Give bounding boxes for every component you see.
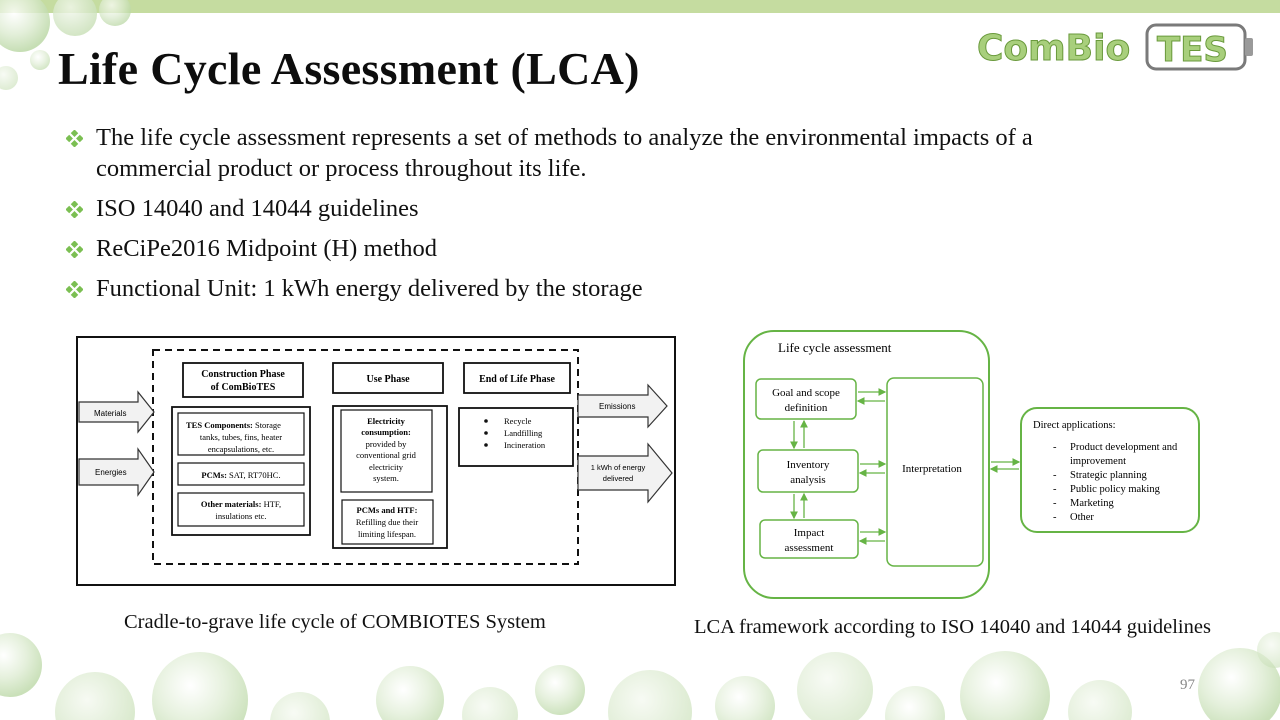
diamond-bullet-icon	[66, 281, 83, 298]
electricity-line1: Electricity	[367, 416, 406, 426]
end-of-life-item: Incineration	[504, 440, 546, 450]
tes-components-line2: tanks, tubes, fins, heater	[200, 432, 282, 442]
pcms-htf-box	[341, 499, 434, 545]
end-of-life-item: Landfilling	[504, 428, 543, 438]
applications-title: Direct applications:	[1033, 420, 1116, 431]
bullet-text-continuation: commercial product or process throughout…	[96, 155, 587, 182]
end-of-life-box	[458, 407, 574, 467]
direct-applications-box	[1020, 407, 1200, 533]
left-diagram-caption: Cradle-to-grave life cycle of COMBIOTES …	[124, 611, 546, 633]
bullet-item: The life cycle assessment represents a s…	[66, 122, 1256, 184]
tes-components-box	[177, 412, 305, 456]
pcms-htf-line3: limiting lifespan.	[358, 529, 416, 539]
top-accent-bar	[0, 0, 1280, 13]
bullet-text: ISO 14040 and 14044 guidelines	[96, 195, 419, 222]
use-phase-header-box	[332, 362, 444, 394]
goal-scope-line2: definition	[785, 402, 828, 414]
end-of-life-header: End of Life Phase	[479, 374, 555, 385]
lca-framework-diagram: Life cycle assessment Goal and scope def…	[743, 330, 1200, 599]
goal-scope-box	[755, 378, 857, 420]
cradle-to-grave-diagram: Materials Energies Construction Phase of…	[76, 336, 676, 586]
impact-box	[759, 519, 859, 559]
diamond-bullet-icon	[66, 241, 83, 258]
combiotes-logo: ComBio TES	[977, 23, 1253, 71]
electricity-line5: electricity	[369, 462, 404, 472]
svg-text:-: -	[1053, 470, 1057, 481]
application-item: Marketing	[1070, 498, 1114, 509]
svg-text:-: -	[1053, 498, 1057, 509]
pcms-htf-line1: PCMs and HTF:	[357, 505, 418, 515]
electricity-line6: system.	[373, 473, 399, 483]
other-materials-line1: Other materials: HTF,	[201, 499, 281, 509]
energy-delivered-arrow: 1 kWh of energy delivered	[577, 442, 673, 504]
diamond-bullet-icon	[66, 201, 83, 218]
diamond-bullet-icon	[66, 130, 83, 147]
application-item-continuation: improvement	[1070, 456, 1126, 467]
end-of-life-header-box	[463, 362, 571, 394]
emissions-arrow: Emissions	[577, 383, 668, 429]
inventory-box	[757, 449, 859, 493]
electricity-line3: provided by	[366, 439, 408, 449]
svg-text:-: -	[1053, 442, 1057, 453]
electricity-line4: conventional grid	[356, 450, 416, 460]
bullet-list: The life cycle assessment represents a s…	[66, 122, 1256, 313]
other-materials-line2: insulations etc.	[216, 511, 267, 521]
bullet-item: Functional Unit: 1 kWh energy delivered …	[66, 273, 1256, 304]
bullet-text: ReCiPe2016 Midpoint (H) method	[96, 235, 437, 262]
application-item: Product development and	[1070, 442, 1178, 453]
pcms-box	[177, 462, 305, 486]
svg-text:-: -	[1053, 512, 1057, 523]
slide-title: Life Cycle Assessment (LCA)	[58, 43, 640, 94]
emissions-label: Emissions	[599, 402, 635, 411]
goal-scope-line1: Goal and scope	[772, 387, 840, 399]
other-materials-box	[177, 492, 305, 527]
impact-line1: Impact	[794, 527, 825, 539]
tes-components-line3: encapsulations, etc.	[208, 444, 274, 454]
end-of-life-item: Recycle	[504, 416, 532, 426]
lca-frame-title: Life cycle assessment	[778, 340, 892, 355]
right-diagram-caption: LCA framework according to ISO 14040 and…	[694, 616, 1211, 638]
electricity-box	[340, 409, 433, 493]
application-item: Public policy making	[1070, 484, 1161, 495]
bullet-text: The life cycle assessment represents a s…	[96, 124, 1033, 151]
energies-label: Energies	[95, 468, 127, 477]
inventory-line2: analysis	[790, 474, 825, 486]
application-item: Other	[1070, 512, 1094, 523]
bullet-item: ReCiPe2016 Midpoint (H) method	[66, 233, 1256, 264]
construction-header-line2: of ComBioTES	[211, 382, 276, 393]
materials-label: Materials	[94, 409, 126, 418]
electricity-line2: consumption:	[361, 427, 411, 437]
tes-components-line1: TES Components: Storage	[186, 420, 281, 430]
pcms-text: PCMs: SAT, RT70HC.	[201, 470, 280, 480]
svg-text:-: -	[1053, 484, 1057, 495]
bullet-text: Functional Unit: 1 kWh energy delivered …	[96, 275, 643, 302]
energies-arrow: Energies	[78, 447, 155, 497]
bullet-item: ISO 14040 and 14044 guidelines	[66, 193, 1256, 224]
pcms-htf-line2: Refilling due their	[356, 517, 418, 527]
inventory-line1: Inventory	[787, 459, 830, 471]
materials-arrow: Materials	[78, 390, 155, 434]
energy-delivered-line1: 1 kWh of energy	[591, 463, 646, 472]
impact-line2: assessment	[785, 542, 834, 554]
page-number: 97	[1180, 677, 1195, 693]
logo-text-combio: ComBio	[977, 28, 1130, 69]
logo-text-tes: TES	[1157, 30, 1228, 70]
construction-header-box	[182, 362, 304, 398]
construction-header-line1: Construction Phase	[201, 369, 285, 380]
energy-delivered-line2: delivered	[603, 474, 633, 483]
interpretation-label: Interpretation	[902, 463, 962, 475]
use-phase-header: Use Phase	[366, 374, 410, 385]
application-item: Strategic planning	[1070, 470, 1147, 481]
interpretation-box	[886, 377, 984, 567]
